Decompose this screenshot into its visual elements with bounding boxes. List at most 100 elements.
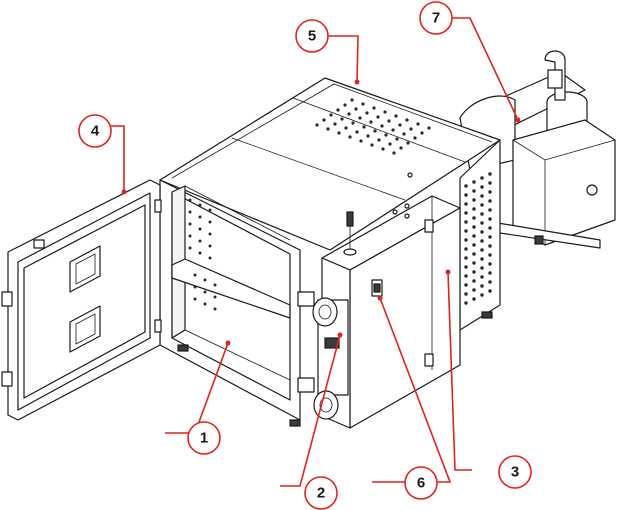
vent-hole bbox=[315, 123, 319, 127]
vent-hole bbox=[488, 217, 492, 221]
vent-hole bbox=[413, 136, 417, 140]
callout-7: 7 bbox=[419, 1, 453, 35]
chamber-body bbox=[159, 77, 501, 427]
callout-7-label: 7 bbox=[432, 10, 440, 27]
vent-hole bbox=[464, 283, 468, 287]
top-vent-panel bbox=[315, 98, 431, 155]
vent-hole bbox=[488, 280, 492, 284]
callout-2-label: 2 bbox=[317, 485, 325, 502]
vent-hole bbox=[193, 297, 197, 301]
vent-hole bbox=[480, 275, 484, 279]
vent-hole bbox=[464, 247, 468, 251]
leader-lines bbox=[102, 17, 521, 487]
vent-hole bbox=[488, 190, 492, 194]
vent-hole bbox=[480, 230, 484, 234]
inner-wall-perforation bbox=[188, 198, 217, 311]
vent-hole bbox=[344, 126, 348, 130]
side-vent-panel bbox=[464, 172, 492, 305]
vent-hole bbox=[480, 284, 484, 288]
vent-hole bbox=[472, 234, 476, 238]
vent-hole bbox=[472, 261, 476, 265]
vent-hole bbox=[380, 124, 384, 128]
vent-hole bbox=[464, 184, 468, 188]
vent-hole bbox=[370, 143, 374, 147]
vent-hole bbox=[358, 116, 362, 120]
callout-6: 6 bbox=[404, 466, 438, 500]
vent-hole bbox=[213, 283, 217, 287]
vent-hole bbox=[188, 246, 192, 250]
vent-hole bbox=[336, 108, 340, 112]
vent-hole bbox=[480, 293, 484, 297]
vent-hole bbox=[337, 131, 341, 135]
vent-hole bbox=[420, 131, 424, 135]
vent-hole bbox=[480, 266, 484, 270]
vent-hole bbox=[388, 142, 392, 146]
vent-hole bbox=[208, 208, 212, 212]
callout-3: 3 bbox=[498, 455, 532, 489]
vent-hole bbox=[384, 133, 388, 137]
vent-hole bbox=[399, 146, 403, 150]
vent-hole bbox=[464, 229, 468, 233]
vent-hole bbox=[480, 194, 484, 198]
vent-hole bbox=[348, 135, 352, 139]
vent-hole bbox=[347, 112, 351, 116]
vent-hole bbox=[488, 199, 492, 203]
vent-hole bbox=[464, 301, 468, 305]
vent-hole bbox=[464, 238, 468, 242]
vent-hole bbox=[398, 123, 402, 127]
vent-hole bbox=[188, 198, 192, 202]
vacuum-pump-unit bbox=[459, 50, 616, 249]
vent-hole bbox=[333, 122, 337, 126]
vent-hole bbox=[372, 106, 376, 110]
vent-hole bbox=[472, 279, 476, 283]
vent-hole bbox=[464, 292, 468, 296]
vent-hole bbox=[322, 118, 326, 122]
vent-hole bbox=[361, 102, 365, 106]
vent-hole bbox=[381, 147, 385, 151]
vent-hole bbox=[480, 257, 484, 261]
vent-hole bbox=[480, 203, 484, 207]
callout-4: 4 bbox=[78, 114, 112, 148]
vent-hole bbox=[480, 185, 484, 189]
vent-hole bbox=[365, 111, 369, 115]
vent-hole bbox=[198, 227, 202, 231]
vent-hole bbox=[376, 115, 380, 119]
callout-4-label: 4 bbox=[91, 123, 100, 140]
vent-hole bbox=[464, 202, 468, 206]
vent-hole bbox=[472, 198, 476, 202]
callout-1-label: 1 bbox=[200, 430, 208, 447]
vent-hole bbox=[464, 220, 468, 224]
vent-hole bbox=[472, 189, 476, 193]
vent-hole bbox=[340, 117, 344, 121]
vent-hole bbox=[488, 253, 492, 257]
vent-hole bbox=[464, 274, 468, 278]
vent-hole bbox=[326, 127, 330, 131]
vent-hole bbox=[359, 139, 363, 143]
gauge-post bbox=[343, 211, 357, 256]
vent-hole bbox=[480, 221, 484, 225]
vent-hole bbox=[488, 271, 492, 275]
vent-hole bbox=[203, 278, 207, 282]
vent-hole bbox=[198, 203, 202, 207]
vent-hole bbox=[472, 243, 476, 247]
callout-5-label: 5 bbox=[308, 28, 316, 45]
vent-hole bbox=[416, 122, 420, 126]
valve-assembly bbox=[297, 291, 349, 420]
vent-hole bbox=[488, 181, 492, 185]
vent-hole bbox=[387, 119, 391, 123]
vent-hole bbox=[193, 285, 197, 289]
vent-hole bbox=[198, 239, 202, 243]
callout-1: 1 bbox=[187, 421, 221, 455]
vent-hole bbox=[366, 134, 370, 138]
vent-hole bbox=[405, 118, 409, 122]
vent-hole bbox=[355, 130, 359, 134]
vent-hole bbox=[488, 289, 492, 293]
vent-hole bbox=[203, 302, 207, 306]
chamber-door bbox=[1, 179, 162, 421]
callout-3-label: 3 bbox=[511, 464, 519, 481]
vent-hole bbox=[351, 121, 355, 125]
vent-hole bbox=[472, 216, 476, 220]
vent-hole bbox=[213, 295, 217, 299]
vent-hole bbox=[402, 132, 406, 136]
